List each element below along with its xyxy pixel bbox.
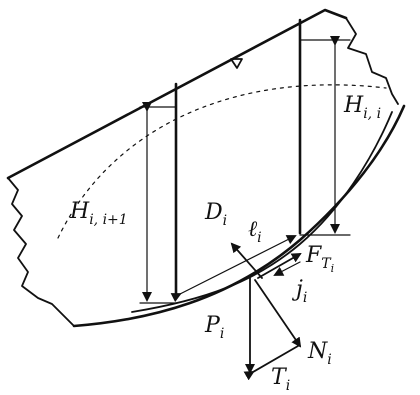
interslice-force-arrow [257, 253, 302, 279]
water-level-symbol [230, 58, 243, 69]
label-N-i: Ni [307, 339, 332, 368]
seepage-gradient-arrow [273, 261, 301, 276]
slip-surface-inner [131, 111, 393, 313]
label-H-i-i: Hi, i [343, 93, 381, 122]
label-F-Ti: FTi [305, 243, 334, 275]
label-H-i-i1: Hi, i+1 [69, 199, 128, 228]
water-table-dashed [57, 84, 387, 239]
base-length-arrow [170, 235, 297, 303]
left-jagged-edge [7, 177, 75, 327]
label-D-i: Di [204, 200, 227, 229]
slip-surface-outer [72, 104, 406, 328]
right-jagged-edge [345, 17, 399, 105]
ground-surface-line [6, 8, 348, 180]
seepage-force-arrow [230, 242, 263, 279]
normal-force-arrow [254, 279, 302, 348]
label-j-i: ji [291, 277, 307, 306]
label-l-i: ℓi [248, 217, 262, 246]
label-P-i: Pi [204, 313, 224, 342]
tangential-force-arrow [243, 345, 299, 381]
label-T-i: Ti [271, 365, 290, 394]
